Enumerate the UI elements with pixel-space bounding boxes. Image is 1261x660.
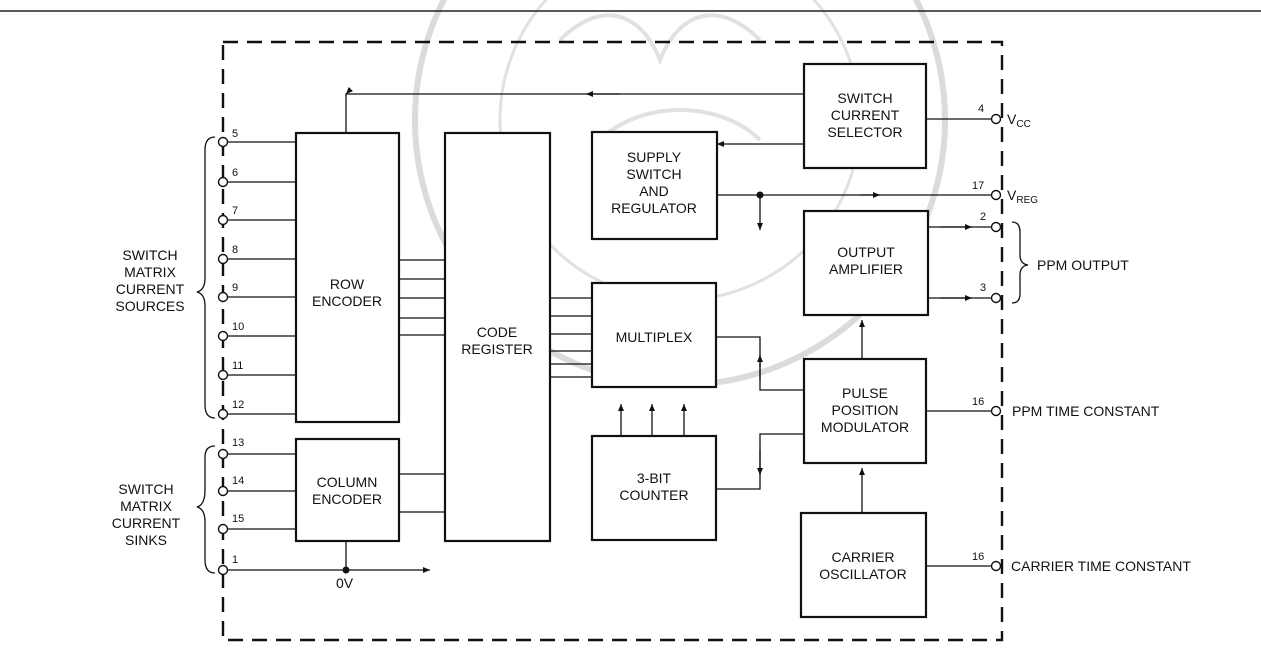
sources-line-3: CURRENT (116, 281, 185, 297)
sinks-line-2: MATRIX (120, 498, 173, 514)
sinks-line-3: CURRENT (112, 515, 181, 531)
block-output-amplifier: OUTPUT AMPLIFIER (804, 211, 928, 315)
ground-label: 0V (336, 575, 354, 591)
supply-switch-line-4: REGULATOR (611, 200, 697, 216)
right-pins: 4 VCC 17 VREG 2 3 16 PPM TIME CONSTANT 1… (972, 103, 1191, 574)
pin-4: 4 (978, 103, 984, 115)
left-braces (197, 137, 215, 573)
pin-8: 8 (232, 244, 238, 256)
code-register-line-1: CODE (477, 324, 517, 340)
code-register-line-2: REGISTER (461, 341, 533, 357)
ppm-output-brace (1012, 222, 1028, 303)
block-switch-current-selector: SWITCH CURRENT SELECTOR (804, 64, 926, 168)
column-encoder-line-1: COLUMN (317, 474, 378, 490)
block-code-register: CODE REGISTER (445, 133, 550, 541)
sinks-group-label: SWITCH MATRIX CURRENT SINKS (112, 481, 181, 548)
carrier-line-2: OSCILLATOR (819, 566, 906, 582)
pin-3: 3 (980, 282, 986, 294)
switch-current-selector-line-1: SWITCH (837, 90, 892, 106)
column-encoder-line-2: ENCODER (312, 491, 382, 507)
sources-line-2: MATRIX (124, 264, 177, 280)
block-carrier-oscillator: CARRIER OSCILLATOR (801, 513, 926, 617)
pin-9: 9 (232, 282, 238, 294)
pin-16-carrier: 16 (972, 551, 984, 563)
pin-17: 17 (972, 180, 984, 192)
block-row-encoder: ROW ENCODER (296, 133, 399, 422)
sources-group-label: SWITCH MATRIX CURRENT SOURCES (115, 247, 184, 314)
output-amplifier-line-2: AMPLIFIER (829, 261, 903, 277)
pin-1: 1 (232, 554, 238, 566)
pin-16-ppm: 16 (972, 396, 984, 408)
row-encoder-line-2: ENCODER (312, 293, 382, 309)
block-multiplex: MULTIPLEX (592, 283, 716, 387)
pin-6: 6 (232, 167, 238, 179)
carrier-time-constant-label: CARRIER TIME CONSTANT (1011, 558, 1191, 574)
carrier-line-1: CARRIER (831, 549, 894, 565)
sources-line-4: SOURCES (115, 298, 184, 314)
block-pulse-position-modulator: PULSE POSITION MODULATOR (804, 359, 926, 463)
ppm-time-constant-label: PPM TIME CONSTANT (1012, 403, 1160, 419)
sources-line-1: SWITCH (122, 247, 177, 263)
ppm-line-3: MODULATOR (821, 419, 909, 435)
sinks-line-4: SINKS (125, 532, 167, 548)
pin-11: 11 (232, 360, 243, 372)
counter-line-1: 3-BIT (637, 470, 672, 486)
supply-switch-line-3: AND (639, 183, 669, 199)
pin-12: 12 (232, 399, 244, 411)
output-amplifier-line-1: OUTPUT (837, 244, 895, 260)
pin-5: 5 (232, 128, 238, 140)
supply-switch-line-2: SWITCH (626, 166, 681, 182)
block-column-encoder: COLUMN ENCODER (296, 439, 399, 541)
pin-7: 7 (232, 205, 238, 217)
pin-10: 10 (232, 321, 244, 333)
switch-current-selector-line-2: CURRENT (831, 107, 900, 123)
ppm-output-label: PPM OUTPUT (1037, 257, 1129, 273)
pin-2: 2 (980, 211, 986, 223)
vreg-label: VREG (1007, 187, 1038, 206)
supply-switch-line-1: SUPPLY (627, 149, 682, 165)
pin-15: 15 (232, 513, 244, 525)
counter-line-2: COUNTER (619, 487, 688, 503)
block-3bit-counter: 3-BIT COUNTER (592, 436, 716, 540)
pin-14: 14 (232, 475, 244, 487)
switch-current-selector-line-3: SELECTOR (827, 124, 902, 140)
vcc-label: VCC (1007, 111, 1031, 130)
ppm-line-1: PULSE (842, 385, 888, 401)
multiplex-label: MULTIPLEX (616, 329, 693, 345)
block-supply-switch-regulator: SUPPLY SWITCH AND REGULATOR (592, 132, 717, 239)
sinks-line-1: SWITCH (118, 481, 173, 497)
ppm-line-2: POSITION (832, 402, 899, 418)
row-encoder-line-1: ROW (330, 276, 365, 292)
pin-13: 13 (232, 437, 244, 449)
